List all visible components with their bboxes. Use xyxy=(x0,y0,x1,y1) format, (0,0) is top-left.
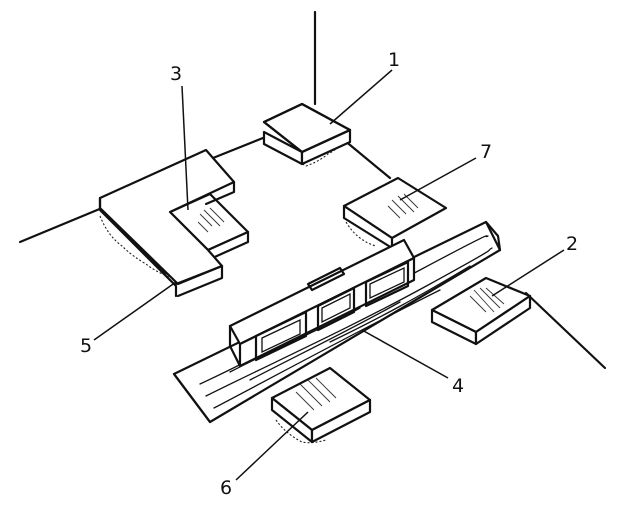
ground-outline xyxy=(18,10,607,370)
block-6-hatch xyxy=(295,377,337,411)
support-block-1 xyxy=(262,102,352,167)
block-3-hatch xyxy=(197,207,225,233)
label-5: 5 xyxy=(80,335,92,357)
label-1: 1 xyxy=(388,49,400,71)
support-block-2 xyxy=(430,276,532,346)
block-7-hatch xyxy=(387,193,419,219)
spirit-level xyxy=(228,238,416,368)
level-window-right xyxy=(364,260,410,308)
callout-labels: 1 3 7 2 4 5 6 xyxy=(80,49,578,499)
label-2: 2 xyxy=(566,233,578,255)
block-2-hatch xyxy=(469,287,505,313)
label-4: 4 xyxy=(452,375,464,397)
l-frame-5 xyxy=(98,148,236,298)
level-vial-top xyxy=(306,266,346,292)
label-3: 3 xyxy=(170,63,182,85)
wooden-board-4 xyxy=(172,220,502,424)
label-7: 7 xyxy=(480,141,492,163)
label-6: 6 xyxy=(220,477,232,499)
support-block-7 xyxy=(342,176,448,250)
leader-lines xyxy=(93,69,565,481)
support-block-6 xyxy=(270,366,372,444)
level-window-left xyxy=(254,310,308,362)
level-window-middle xyxy=(316,286,356,332)
